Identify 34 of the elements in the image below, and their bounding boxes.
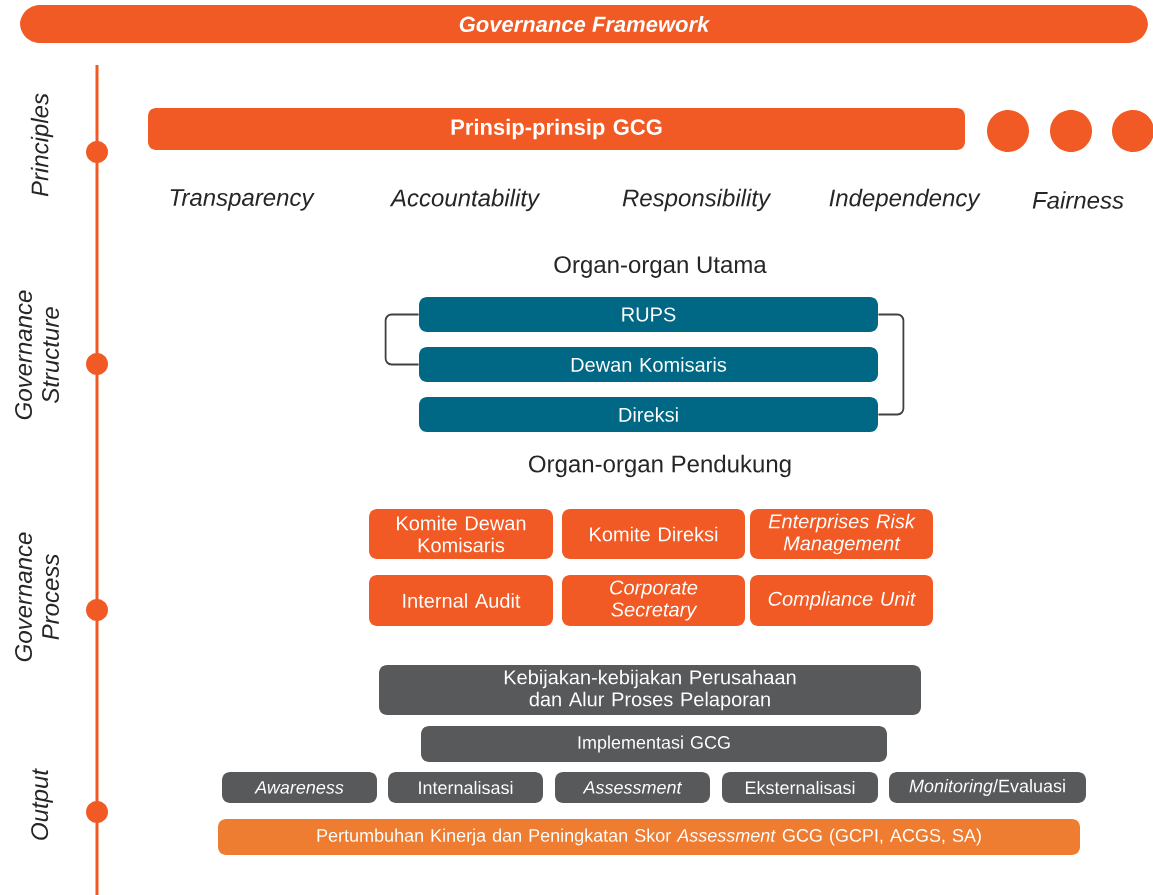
organ-box: RUPS [419, 297, 878, 332]
principle-label: Transparency [170, 189, 315, 211]
principle-label: Independency [829, 188, 981, 212]
section-label: Governance Process [15, 532, 59, 662]
principle-label: Accountability [389, 188, 541, 212]
section-label: Governance Structure [15, 290, 59, 420]
principle-label: Responsibility [622, 188, 772, 212]
principle-label: Fairness [1032, 191, 1124, 209]
principles-bar: Prinsip-prinsip GCG [148, 108, 965, 150]
bracket-connector [877, 313, 905, 416]
group-heading: Organ-organ Utama [554, 256, 767, 278]
unit-box: Enterprises Risk Management [750, 509, 933, 559]
output-box: Internalisasi [388, 772, 543, 803]
circle-marker [1050, 110, 1092, 152]
unit-box: Komite Direksi [562, 509, 745, 559]
output-box: Awareness [222, 772, 377, 803]
organ-box: Direksi [419, 397, 878, 432]
process-box: Implementasi GCG [421, 726, 887, 762]
output-box: Monitoring/Evaluasi [889, 772, 1086, 803]
section-label: Output [31, 768, 53, 840]
title-banner: Governance Framework [20, 5, 1148, 43]
bracket-connector [384, 313, 420, 366]
circle-marker [987, 110, 1029, 152]
group-heading: Organ-organ Pendukung [529, 454, 791, 478]
result-box: Pertumbuhan Kinerja dan Peningkatan Skor Assessment GCG (GCPI, ACGS, SA) [218, 819, 1080, 855]
unit-box: Komite Dewan Komisaris [369, 509, 553, 559]
unit-box: Internal Audit [369, 575, 553, 626]
process-box: Kebijakan-kebijakan Perusahaan dan Alur Proses Pelaporan [379, 665, 921, 715]
output-box: Eksternalisasi [722, 772, 878, 803]
unit-box: Corporate Secretary [562, 575, 745, 626]
output-box: Assessment [555, 772, 710, 803]
organ-box: Dewan Komisaris [419, 347, 878, 382]
section-label: Principles [30, 93, 54, 197]
unit-box: Compliance Unit [750, 575, 933, 626]
